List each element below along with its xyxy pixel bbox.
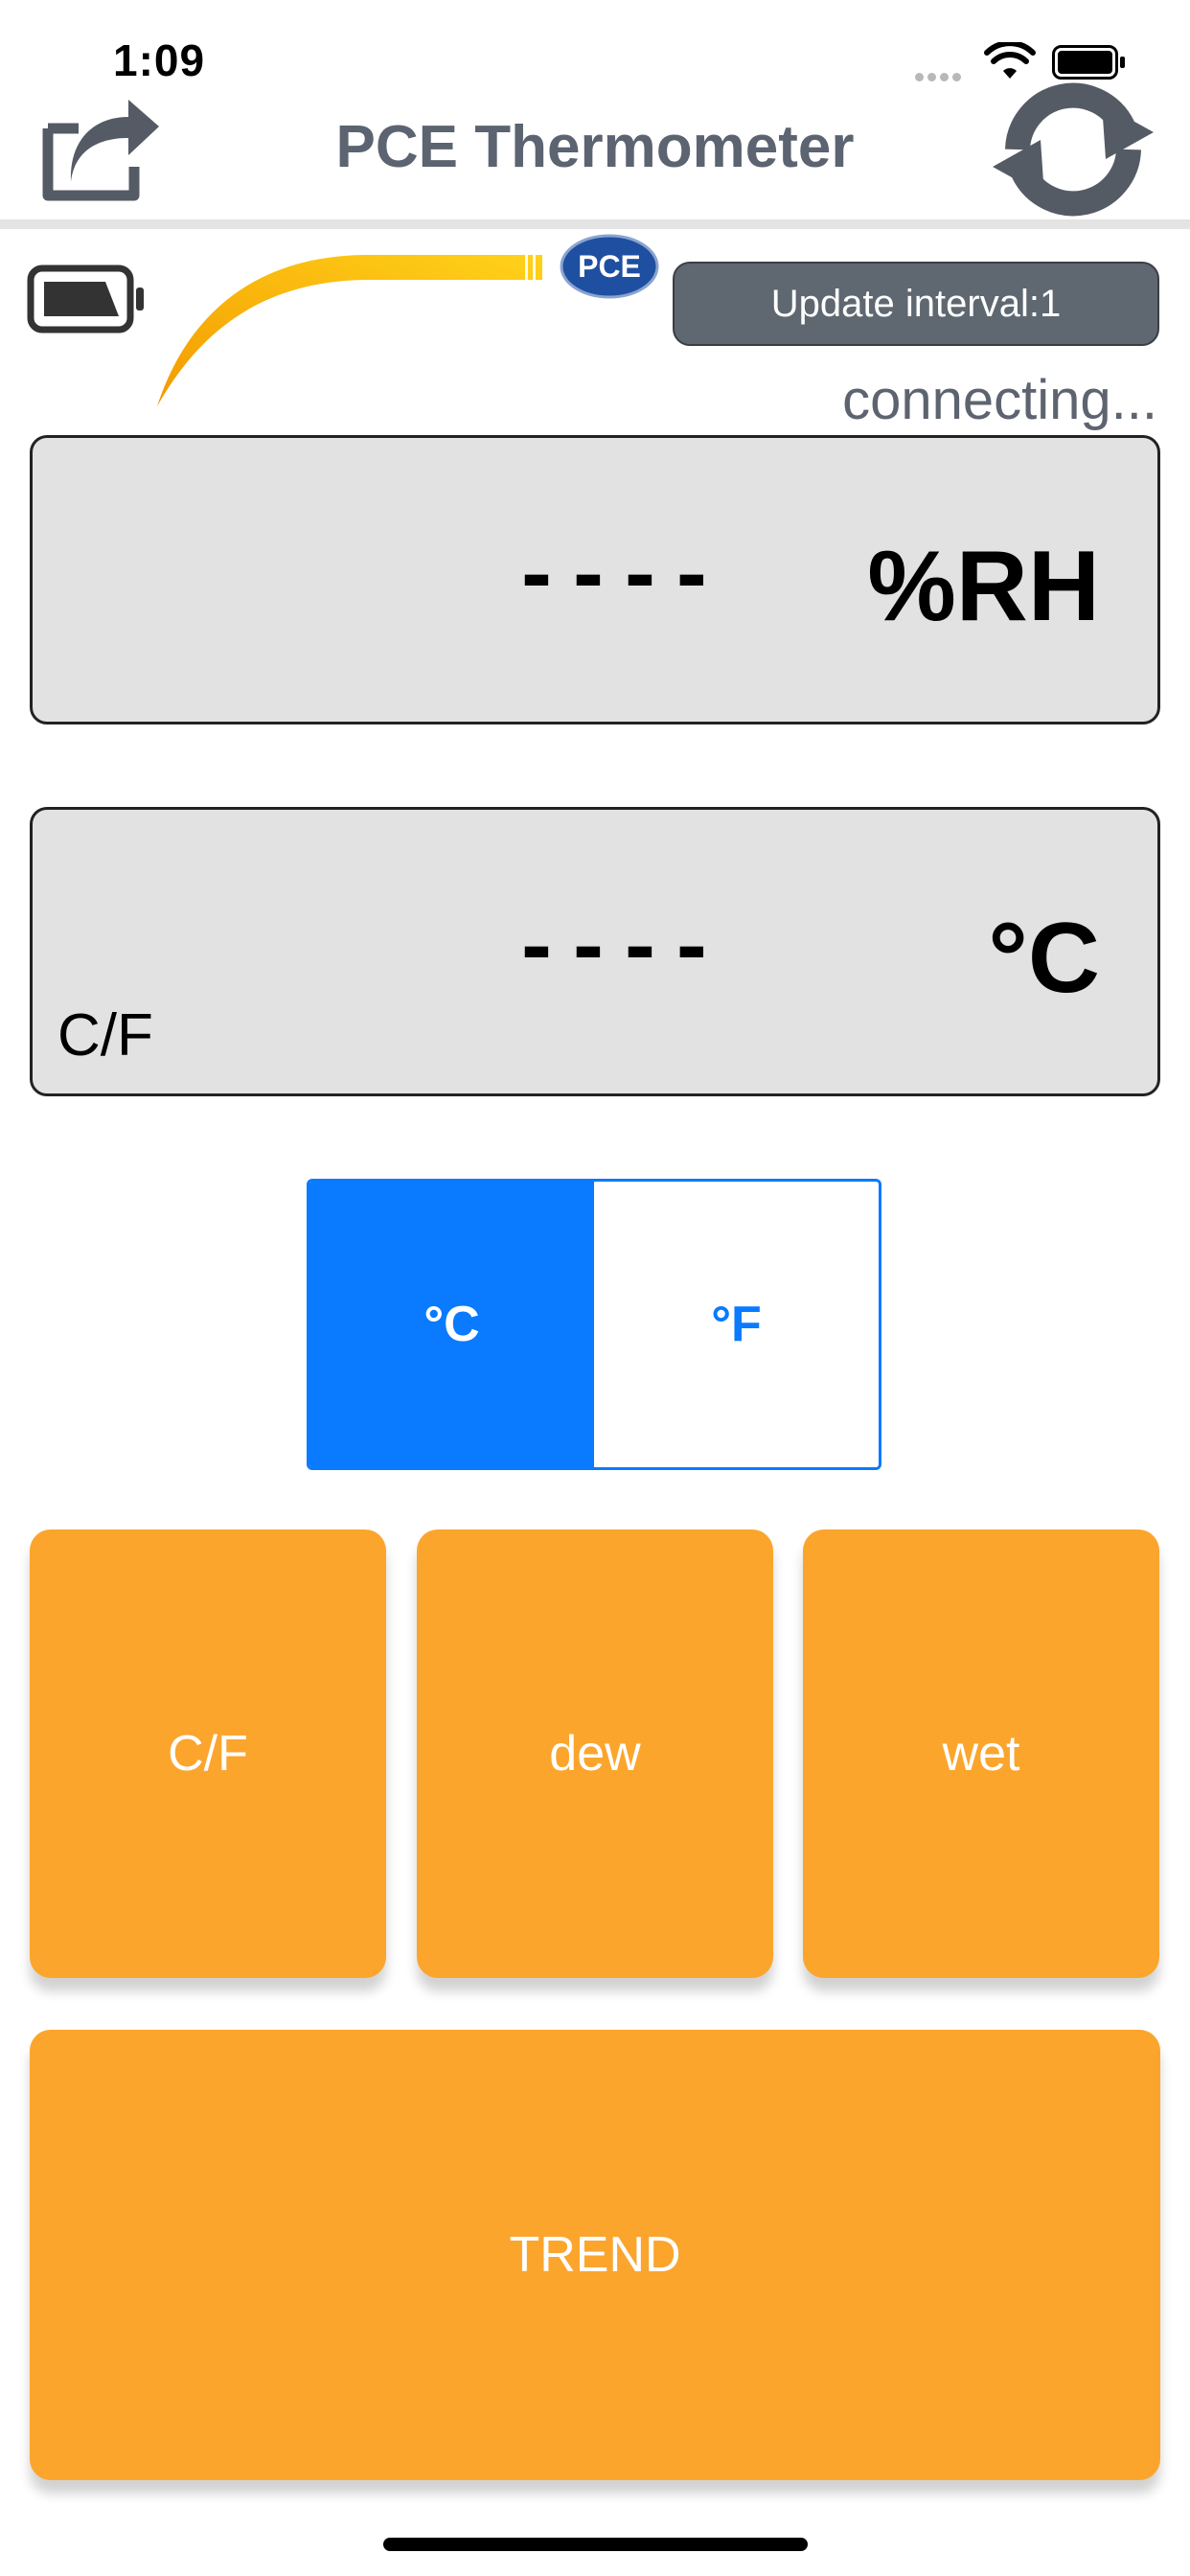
page-title: PCE Thermometer <box>335 114 855 180</box>
battery-icon <box>27 264 144 334</box>
humidity-unit: %RH <box>867 531 1100 642</box>
logo-arc <box>157 255 542 406</box>
wifi-icon <box>984 42 1036 79</box>
humidity-value: ---- <box>521 521 728 624</box>
trend-button[interactable]: TREND <box>30 2030 1160 2480</box>
temperature-value: ---- <box>521 893 728 996</box>
share-icon[interactable] <box>40 100 161 203</box>
nav-divider <box>0 219 1190 229</box>
temperature-mode-label: C/F <box>57 1002 153 1069</box>
status-time: 1:09 <box>113 35 206 85</box>
home-indicator <box>383 2538 808 2551</box>
refresh-icon[interactable] <box>989 82 1157 217</box>
dew-button[interactable]: dew <box>417 1530 773 1978</box>
update-interval-button[interactable]: Update interval:1 <box>673 262 1159 346</box>
connection-status: connecting... <box>842 369 1157 431</box>
cf-button[interactable]: C/F <box>30 1530 386 1978</box>
unit-toggle-celsius[interactable]: °C <box>309 1182 594 1467</box>
unit-toggle-fahrenheit[interactable]: °F <box>594 1182 879 1467</box>
cellular-signal-icon <box>915 69 973 81</box>
humidity-display: ---- %RH <box>30 435 1160 724</box>
wet-button[interactable]: wet <box>803 1530 1159 1978</box>
temperature-unit: °C <box>988 903 1100 1014</box>
pce-logo: PCE <box>560 234 659 299</box>
status-battery-icon <box>1052 45 1125 80</box>
unit-toggle: °C °F <box>307 1179 881 1470</box>
temperature-display: ---- °C C/F <box>30 807 1160 1096</box>
pce-logo-text: PCE <box>578 249 641 284</box>
